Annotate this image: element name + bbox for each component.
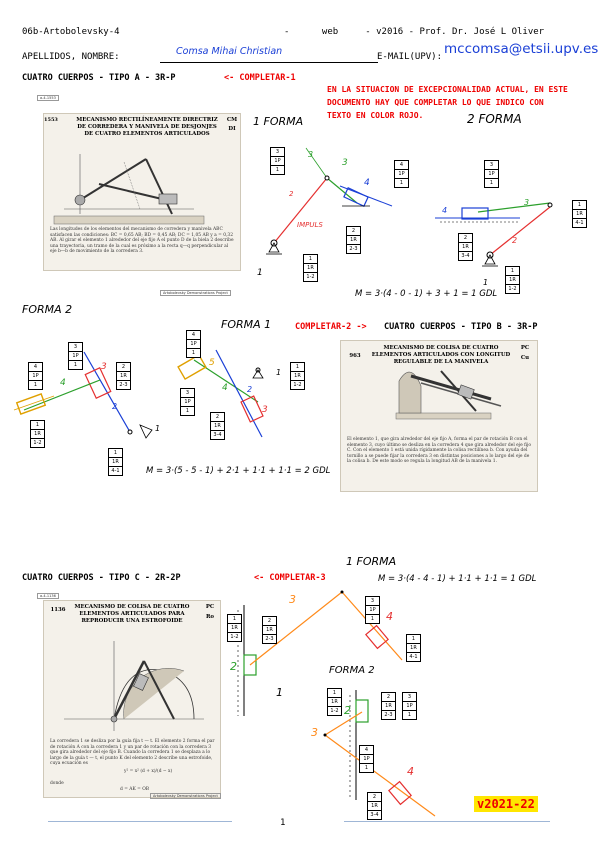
section-c-credit: Artobolevsky Demonstrations Project — [150, 793, 221, 799]
c2-label-4: 4 — [407, 765, 414, 778]
version-badge: v2021-22 — [474, 796, 538, 812]
a2-label-1: 1 — [483, 278, 489, 287]
red-notice: EN LA SITUACION DE EXCEPCIONALIDAD ACTUA… — [327, 85, 568, 120]
b1-label-4: 4 — [222, 383, 228, 393]
email-field[interactable]: mccomsa@etsii.upv.es — [444, 41, 599, 57]
section-b-title: CUATRO CUERPOS - TIPO B - 3R-P — [384, 322, 538, 332]
section-c-title: CUATRO CUERPOS - TIPO C - 2R-2P — [22, 573, 181, 583]
footer-line-left — [48, 821, 232, 822]
a1-label-3b: 3 — [342, 158, 348, 168]
c2-label-3: 3 — [311, 726, 318, 739]
section-a-figure — [53, 154, 205, 225]
section-a-credit: Artobolevsky Demonstrations Project — [160, 290, 231, 296]
name-underline — [160, 62, 378, 63]
section-a-scan: 1553 MECANISMO RECTILÍNEAMENTE DIRECTRIZ… — [43, 113, 241, 271]
section-a-text: Las longitudes de los elementos del meca… — [50, 227, 234, 255]
b1-label-5: 5 — [209, 358, 215, 368]
name-label: APELLIDOS, NOMBRE: — [22, 52, 120, 62]
b2-label-4: 4 — [60, 378, 66, 388]
b1-label-3: 3 — [262, 405, 268, 415]
a2-label-4: 4 — [442, 206, 448, 215]
c1-label-2: 2 — [230, 660, 237, 673]
section-c-tag: a-4-1136 — [37, 593, 59, 599]
section-a-formula: M = 3·(4 - 0 - 1) + 3 + 1 = 1 GDL — [355, 289, 498, 299]
section-c-complete: <- COMPLETAR-3 — [254, 573, 326, 583]
a2-label-3: 3 — [524, 198, 530, 207]
a1-impulso: IMPULS — [297, 221, 323, 229]
email-label: E-MAIL(UPV): — [377, 52, 443, 62]
section-c-forma2-label: FORMA 2 — [329, 665, 375, 676]
section-c-eq2: d = AK = OB — [120, 787, 150, 792]
section-a-heading: MECANISMO RECTILÍNEAMENTE DIRECTRIZ DE C… — [76, 117, 218, 137]
section-b-figure — [395, 370, 502, 420]
c1-label-3: 3 — [289, 593, 296, 606]
footer-line-right — [344, 821, 550, 822]
c1-label-1: 1 — [276, 686, 283, 699]
b1-label-1: 1 — [276, 368, 282, 377]
section-b-forma2: FORMA 2 — [22, 303, 73, 316]
a1-label-3: 3 — [308, 150, 314, 159]
section-a-complete: <- COMPLETAR-1 — [224, 73, 296, 83]
name-field[interactable]: Comsa Mihai Christian — [176, 46, 283, 57]
section-a-tag: a-4-1553 — [37, 95, 59, 101]
section-c-formula: M = 3·(4 - 4 - 1) + 1·1 + 1·1 = 1 GDL — [378, 574, 537, 584]
a2-label-2: 2 — [512, 236, 518, 245]
section-a-forma2: 2 FORMA — [467, 112, 522, 126]
section-c-figure — [64, 641, 204, 731]
section-c-text: La corredera 1 se desliza por la guía fi… — [50, 739, 215, 767]
b2-label-1: 1 — [155, 424, 161, 433]
a1-label-2: 2 — [289, 190, 294, 198]
b1-label-2: 2 — [247, 385, 253, 394]
section-b-text: El elemento 1, que gira alrededor del ej… — [347, 437, 532, 465]
b2-label-3: 3 — [101, 362, 107, 372]
section-c-donde: donde — [50, 781, 64, 786]
a1-label-1: 1 — [257, 268, 263, 278]
section-b-formula: M = 3·(5 - 5 - 1) + 2·1 + 1·1 + 1·1 = 2 … — [146, 466, 331, 476]
section-a-title: CUATRO CUERPOS - TIPO A - 3R-P — [22, 73, 176, 83]
doc-author-line: - web - v2016 - Prof. Dr. José L Oliver — [284, 27, 545, 37]
page-number: 1 — [280, 818, 286, 828]
section-b-complete: COMPLETAR-2 -> — [295, 322, 367, 332]
c2-label-2: 2 — [344, 704, 351, 717]
section-c-eq1: y² = x² (d + x)/(d − x) — [124, 769, 173, 774]
b2-label-2: 2 — [112, 402, 118, 411]
a1-label-4: 4 — [364, 178, 370, 188]
section-b-forma1: FORMA 1 — [221, 318, 272, 331]
section-c-scan: 1136 MECANISMO DE COLISA DE CUATRO ELEME… — [43, 600, 221, 798]
c1-label-4: 4 — [386, 610, 393, 623]
section-c-forma1: 1 FORMA — [346, 555, 397, 568]
doc-code: 06b-Artobolevsky-4 — [22, 27, 120, 37]
section-b-heading: MECANISMO DE COLISA DE CUATRO ELEMENTOS … — [371, 345, 511, 365]
section-c-heading: MECANISMO DE COLISA DE CUATRO ELEMENTOS … — [74, 604, 190, 624]
section-b-scan: 963 MECANISMO DE COLISA DE CUATRO ELEMEN… — [340, 340, 538, 492]
section-a-forma1: 1 FORMA — [253, 115, 304, 128]
